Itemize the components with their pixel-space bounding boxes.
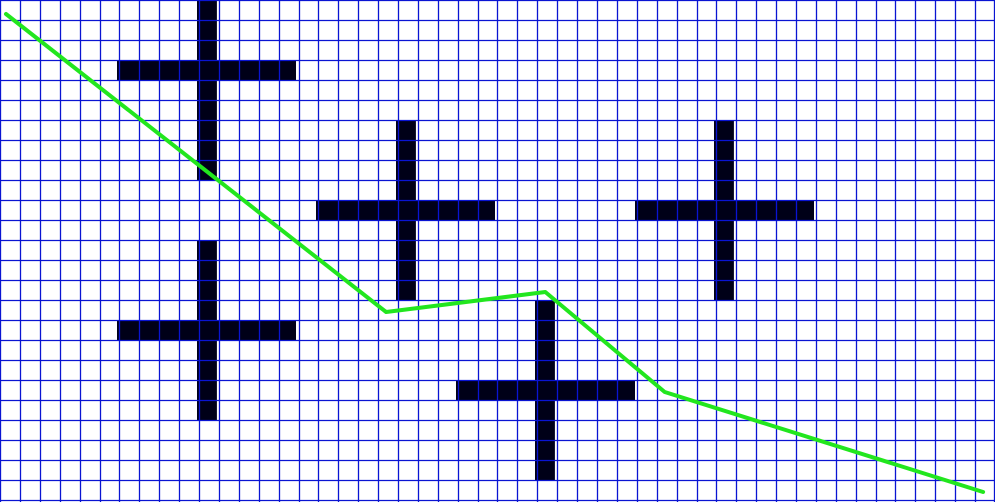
obstacle-cross <box>316 120 495 300</box>
obstacle-vertical-bar <box>714 120 734 300</box>
obstacle-cross <box>117 240 296 420</box>
obstacle-cross <box>456 300 635 480</box>
obstacle-vertical-bar <box>535 300 555 480</box>
path-line <box>4 12 986 494</box>
obstacle-vertical-bar <box>396 120 416 300</box>
obstacle-layer <box>117 0 814 480</box>
obstacle-vertical-bar <box>197 240 217 420</box>
obstacle-cross <box>117 0 296 180</box>
obstacle-cross <box>635 120 814 300</box>
obstacle-vertical-bar <box>197 0 217 180</box>
